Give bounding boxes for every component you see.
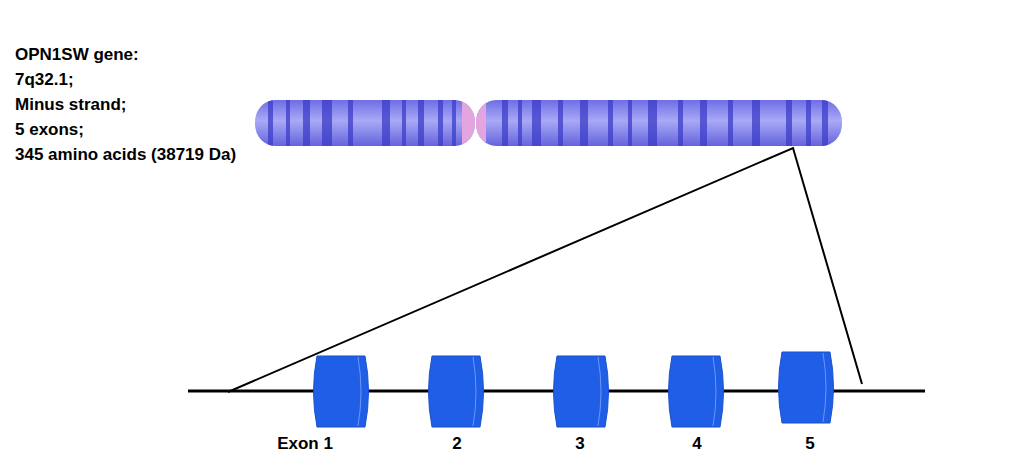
zoom-lines bbox=[228, 148, 862, 392]
gene-info-line: 7q32.1; bbox=[15, 67, 236, 92]
gene-info-line: Minus strand; bbox=[15, 92, 236, 117]
exon-label: 2 bbox=[452, 434, 461, 454]
exon-block: 4 bbox=[665, 355, 727, 428]
exon-shape bbox=[310, 355, 372, 428]
gene-info-line: 345 amino acids (38719 Da) bbox=[15, 142, 236, 167]
exon-shape bbox=[550, 355, 612, 428]
p-arm bbox=[255, 100, 475, 146]
exon-block: 2 bbox=[425, 355, 487, 428]
exon-label: 3 bbox=[575, 434, 584, 454]
exon-block: 3 bbox=[550, 355, 612, 428]
exon-block: Exon 1 bbox=[310, 355, 372, 428]
q-arm bbox=[476, 100, 842, 146]
exon-shape bbox=[665, 355, 727, 428]
gene-info-line: OPN1SW gene: bbox=[15, 42, 236, 67]
exon-block: 5 bbox=[775, 351, 837, 424]
exon-label: 4 bbox=[692, 434, 701, 454]
gene-info: OPN1SW gene:7q32.1;Minus strand;5 exons;… bbox=[15, 42, 236, 167]
exon-shape bbox=[775, 351, 837, 424]
exon-label: Exon 1 bbox=[277, 434, 333, 454]
exon-label: 5 bbox=[805, 434, 814, 454]
exon-shape bbox=[425, 355, 487, 428]
gene-info-line: 5 exons; bbox=[15, 117, 236, 142]
